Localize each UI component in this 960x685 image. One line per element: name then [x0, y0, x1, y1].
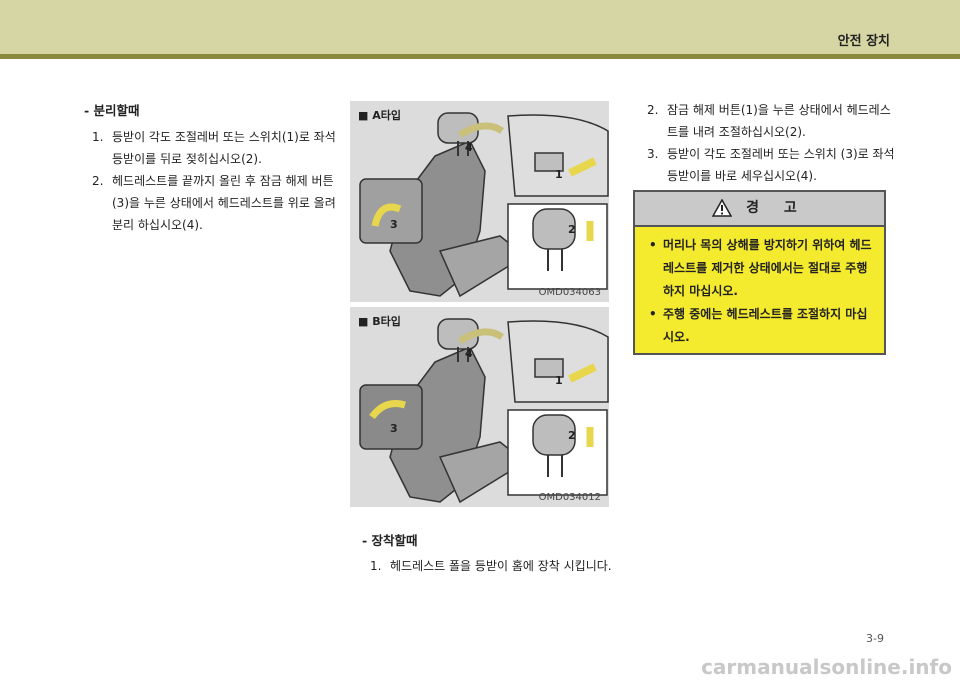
warning-title: 경 고 — [746, 200, 807, 216]
callout-3: 3 — [390, 218, 398, 231]
detach-step-1: 1.등받이 각도 조절레버 또는 스위치(1)로 좌석 등받이를 뒤로 젖히십시… — [92, 130, 336, 166]
figure-a-code: OMD034063 — [538, 287, 601, 298]
detach-cont-steps: 2.잠금 해제 버튼(1)을 누른 상태에서 헤드레스트를 내려 조절하십시오(… — [647, 99, 897, 187]
warning-box: 경 고 머리나 목의 상해를 방지하기 위하여 헤드레스트를 제거한 상태에서는… — [633, 190, 886, 355]
detach-step-2b: 2.잠금 해제 버튼(1)을 누른 상태에서 헤드레스트를 내려 조절하십시오(… — [647, 103, 891, 139]
warning-item: 주행 중에는 헤드레스트를 조절하지 마십시오. — [649, 303, 877, 349]
figure-b: ■ B타입 4 1 3 2 OMD034012 — [350, 307, 609, 507]
detach-steps: 1.등받이 각도 조절레버 또는 스위치(1)로 좌석 등받이를 뒤로 젖히십시… — [92, 126, 337, 236]
callout-4: 4 — [465, 347, 473, 360]
watermark: carmanualsonline.info — [701, 655, 952, 679]
figure-b-label: ■ B타입 — [358, 315, 401, 328]
figure-a-label: ■ A타입 — [358, 109, 401, 122]
callout-3: 3 — [390, 422, 398, 435]
header-rule — [0, 54, 960, 59]
figure-a: ■ A타입 4 1 3 2 OMD034063 — [350, 101, 609, 302]
callout-2: 2 — [568, 429, 576, 442]
detach-heading: - 분리할때 — [84, 103, 140, 118]
callout-1: 1 — [555, 374, 563, 387]
detach-step-3: 3.등받이 각도 조절레버 또는 스위치 (3)로 좌석 등받이를 바로 세우십… — [647, 147, 895, 183]
warning-list: 머리나 목의 상해를 방지하기 위하여 헤드레스트를 제거한 상태에서는 절대로… — [649, 234, 877, 349]
callout-1: 1 — [555, 168, 563, 181]
attach-steps: 1.헤드레스트 폴을 등받이 홈에 장착 시킵니다. — [370, 555, 620, 577]
detach-step-2: 2.헤드레스트를 끝까지 올린 후 잠금 해제 버튼 (3)을 누른 상태에서 … — [92, 174, 336, 232]
callout-2: 2 — [568, 223, 576, 236]
warning-icon — [712, 198, 733, 217]
callout-4: 4 — [465, 141, 473, 154]
warning-item: 머리나 목의 상해를 방지하기 위하여 헤드레스트를 제거한 상태에서는 절대로… — [649, 234, 877, 303]
seat-illustration-b — [359, 318, 609, 504]
page-header — [0, 0, 960, 54]
figure-b-code: OMD034012 — [538, 492, 601, 503]
attach-heading: - 장착할때 — [362, 533, 418, 548]
section-title: 안전 장치 — [837, 34, 890, 49]
page-number: 3-9 — [866, 632, 884, 645]
seat-illustration-a — [359, 112, 609, 298]
warning-header: 경 고 — [635, 192, 884, 227]
attach-step-1: 1.헤드레스트 폴을 등받이 홈에 장착 시킵니다. — [370, 559, 612, 573]
